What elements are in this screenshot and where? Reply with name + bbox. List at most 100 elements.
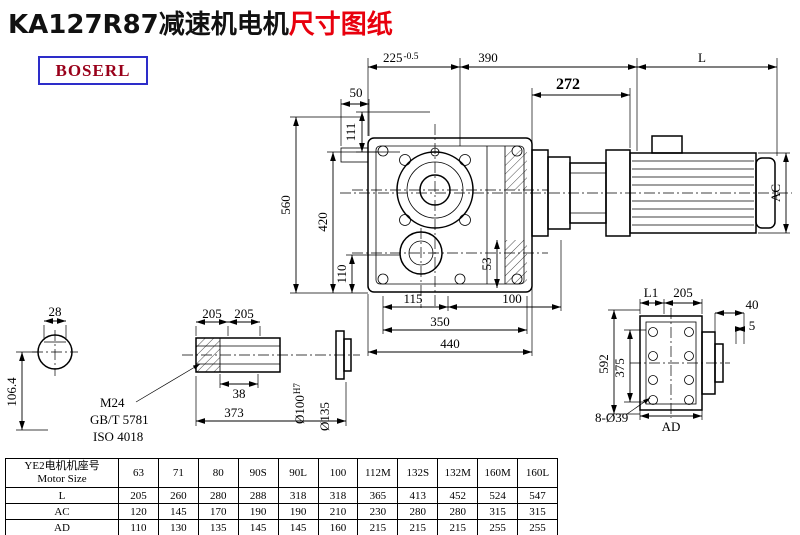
dim-label-205a: 205 — [202, 306, 222, 321]
dim-label-40: 40 — [746, 297, 759, 312]
fan-cover — [755, 157, 776, 229]
dim-label-106-4: 106.4 — [4, 377, 19, 407]
dim-label-dia100: Ø100H7 — [292, 383, 307, 424]
input-cover — [340, 147, 369, 163]
dim-label-440: 440 — [440, 336, 460, 351]
dim-label-AD: AD — [662, 419, 681, 434]
cell: 255 — [517, 519, 558, 535]
col-header: 160L — [517, 458, 558, 488]
gearbox-front-view — [340, 124, 548, 308]
page-title: KA127R87减速机电机尺寸图纸 — [8, 4, 393, 41]
cell: 547 — [517, 487, 558, 504]
col-header: 90S — [237, 458, 279, 488]
dim-label-dia135: Ø135 — [317, 402, 332, 431]
col-header: 63 — [118, 458, 159, 488]
dim-label-5: 5 — [749, 318, 756, 333]
top-dimensions: 225-0.5 390 L 272 50 111 — [340, 50, 778, 156]
title-model: KA127R87减速机电机 — [8, 10, 289, 40]
col-header: 112M — [357, 458, 399, 488]
dim-label-100: 100 — [502, 291, 522, 306]
dim-label-110: 110 — [334, 264, 349, 283]
dim-label-225: 225-0.5 — [383, 50, 419, 65]
note-iso: ISO 4018 — [93, 429, 143, 444]
cell: 452 — [437, 487, 479, 504]
note-gbt: GB/T 5781 — [90, 412, 149, 427]
cell: 190 — [237, 503, 279, 520]
shaft-cross-section: 28 106.4 — [4, 304, 78, 431]
cell: 205 — [118, 487, 159, 504]
cell: 255 — [477, 519, 519, 535]
cell: 318 — [277, 487, 319, 504]
output-shaft-detail: 205 205 38 373 M24 GB/T 5781 ISO 4018 Ø1… — [90, 306, 360, 444]
cell: 145 — [277, 519, 319, 535]
cell: 260 — [157, 487, 199, 504]
cell: 215 — [397, 519, 439, 535]
table-row-AD: AD 110 130 135 145 145 160 215 215 215 2… — [5, 519, 558, 535]
cell: 120 — [118, 503, 159, 520]
bottom-dimensions: 115 100 350 440 — [367, 238, 562, 356]
dim-label-205b: 205 — [234, 306, 254, 321]
cell: 315 — [477, 503, 519, 520]
col-header: 100 — [317, 458, 359, 488]
dim-label-28: 28 — [49, 304, 62, 319]
ac-dimension: AC — [758, 152, 790, 234]
table-row-AC: AC 120 145 170 190 190 210 230 280 280 3… — [5, 503, 558, 520]
dim-label-AC: AC — [768, 184, 783, 202]
cell: 215 — [357, 519, 399, 535]
cell: 130 — [157, 519, 199, 535]
cell: 315 — [517, 503, 558, 520]
dim-label-L1: L1 — [644, 285, 658, 300]
cell: 160 — [317, 519, 359, 535]
dim-label-38: 38 — [233, 386, 246, 401]
col-header: 132M — [437, 458, 479, 488]
cell: 145 — [157, 503, 199, 520]
cell: 145 — [237, 519, 279, 535]
row-label: AC — [5, 503, 119, 520]
terminal-box — [651, 135, 683, 154]
dim-label-holes: 8-Ø39 — [595, 410, 628, 425]
dim-label-375: 375 — [612, 358, 627, 378]
table-row-L: L 205 260 280 288 318 318 365 413 452 52… — [5, 487, 558, 504]
table-header-en: Motor Size — [37, 473, 87, 485]
dim-label-272: 272 — [556, 76, 580, 93]
col-header: 160M — [477, 458, 519, 488]
boserl-logo: BOSERL — [38, 56, 148, 85]
cell: 288 — [237, 487, 279, 504]
cell: 230 — [357, 503, 399, 520]
cell: 280 — [197, 487, 239, 504]
motor-side-view — [340, 135, 792, 237]
flange-rear-view: L1 205 40 5 592 375 8-Ø39 — [595, 285, 759, 434]
dim-label-205c: 205 — [673, 285, 693, 300]
dim-label-L: L — [698, 50, 706, 65]
cell: 318 — [317, 487, 359, 504]
cell: 170 — [197, 503, 239, 520]
cell: 210 — [317, 503, 359, 520]
cell: 280 — [437, 503, 479, 520]
cell: 135 — [197, 519, 239, 535]
motor-size-table: YE2电机机座号 Motor Size 63 71 80 90S 90L 100… — [5, 458, 558, 535]
cell: 215 — [437, 519, 479, 535]
row-label: L — [5, 487, 119, 504]
col-header: 71 — [157, 458, 199, 488]
dim-label-592: 592 — [596, 354, 611, 374]
dim-label-53: 53 — [479, 258, 494, 271]
dim-label-M24: M24 — [100, 395, 125, 410]
dim-label-390: 390 — [478, 50, 498, 65]
cell: 280 — [397, 503, 439, 520]
table-header-label: YE2电机机座号 Motor Size — [5, 458, 119, 488]
row-label: AD — [5, 519, 119, 535]
dim-label-50: 50 — [350, 85, 363, 100]
left-dimensions: 560 420 110 53 — [278, 116, 500, 294]
dim-label-420: 420 — [315, 212, 330, 232]
table-header-cn: YE2电机机座号 — [24, 460, 100, 472]
dim-label-115: 115 — [403, 291, 422, 306]
col-header: 90L — [277, 458, 319, 488]
cell: 365 — [357, 487, 399, 504]
table-header-row: YE2电机机座号 Motor Size 63 71 80 90S 90L 100… — [5, 458, 558, 488]
col-header: 80 — [197, 458, 239, 488]
cell: 524 — [477, 487, 519, 504]
title-suffix: 尺寸图纸 — [288, 10, 393, 40]
cell: 110 — [118, 519, 159, 535]
